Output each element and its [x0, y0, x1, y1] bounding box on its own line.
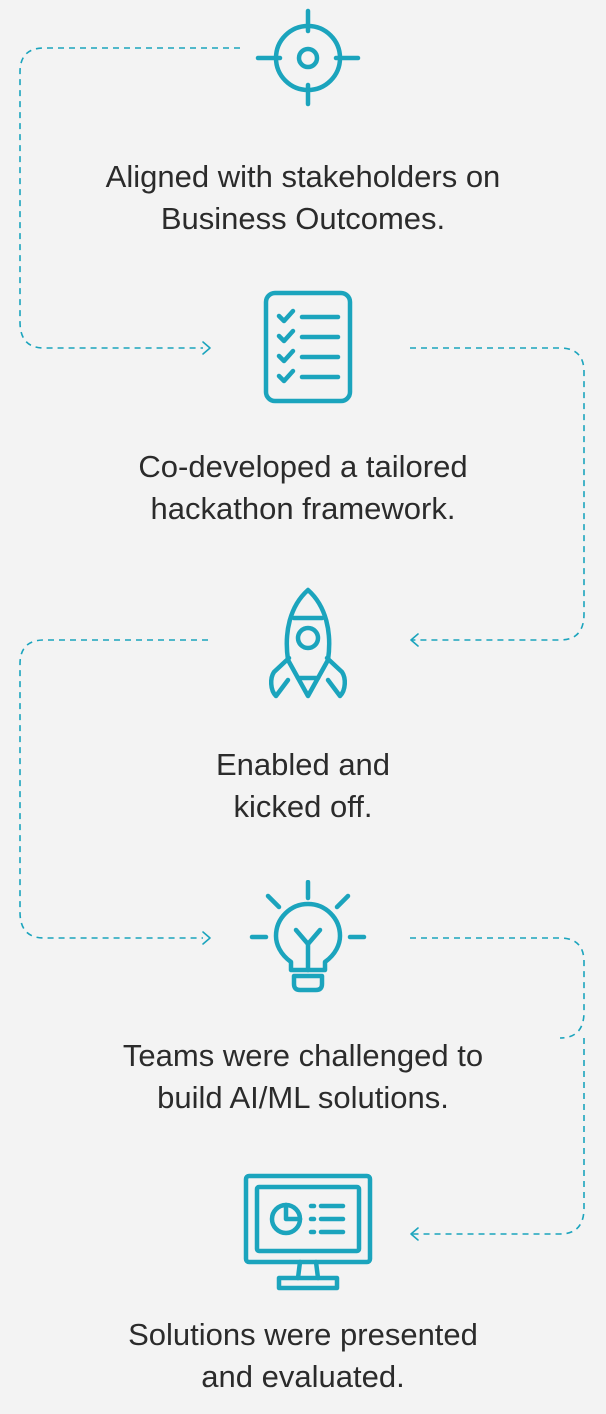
arrowhead-left-1	[410, 633, 419, 647]
lightbulb-icon	[249, 880, 367, 993]
step-3-label: Enabled and kicked off.	[40, 744, 566, 828]
checklist-icon	[263, 290, 353, 404]
step-1-label-line-1: Aligned with stakeholders on	[105, 159, 501, 194]
step-2-label: Co-developed a tailored hackathon framew…	[40, 446, 566, 530]
step-2-label-line-2: hackathon framework.	[150, 491, 456, 526]
step-2-label-line-1: Co-developed a tailored	[138, 449, 468, 484]
monitor-dashboard-icon	[243, 1173, 373, 1291]
step-3-label-line-2: kicked off.	[233, 789, 373, 824]
step-5-label-line-1: Solutions were presented	[128, 1317, 478, 1352]
connector-2-to-3	[410, 347, 585, 641]
target-crosshair-icon	[255, 8, 361, 107]
step-4-label-line-2: build AI/ML solutions.	[157, 1080, 449, 1115]
rocket-icon	[269, 587, 347, 699]
step-1-label: Aligned with stakeholders on Business Ou…	[40, 156, 566, 240]
step-1-label-line-2: Business Outcomes.	[160, 201, 446, 236]
step-5-label-line-2: and evaluated.	[201, 1359, 405, 1394]
step-5-label: Solutions were presented and evaluated.	[40, 1314, 566, 1398]
arrowhead-right-1	[202, 341, 211, 355]
connector-4-to-5-lower	[412, 1038, 585, 1235]
step-4-label: Teams were challenged to build AI/ML sol…	[40, 1035, 566, 1119]
connector-4-to-5	[410, 937, 585, 1039]
arrowhead-right-2	[202, 931, 211, 945]
arrowhead-left-2	[410, 1227, 419, 1241]
step-3-label-line-1: Enabled and	[215, 747, 391, 782]
step-4-label-line-1: Teams were challenged to	[122, 1038, 484, 1073]
